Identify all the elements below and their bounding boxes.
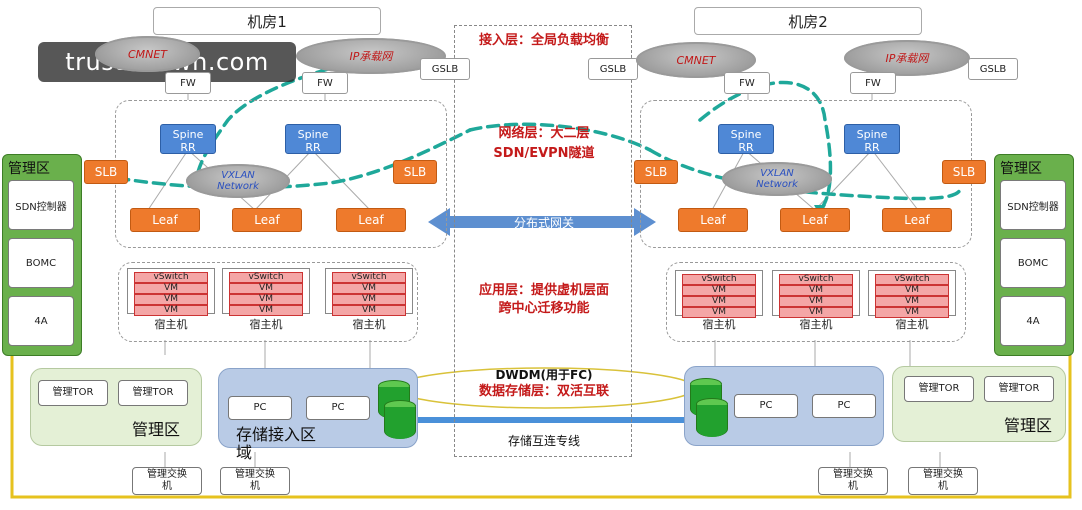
slb-left-2: SLB [393, 160, 437, 184]
slb-left-1: SLB [84, 160, 128, 184]
host-right-3: vSwitch VM VM VM [868, 270, 956, 318]
4a-left: 4A [8, 296, 74, 346]
host-label-left-3: 宿主机 [352, 318, 386, 331]
bomc-right: BOMC [1000, 238, 1066, 288]
mgmt-switch-left-2: 管理交换机 [220, 467, 290, 495]
leaf-right-3: Leaf [882, 208, 952, 232]
mgmt-tor-right-2: 管理TOR [984, 376, 1054, 402]
pc-left-2: PC [306, 396, 370, 420]
storage-area-left-label: 存储接入区域 [236, 425, 317, 462]
4a-right: 4A [1000, 296, 1066, 346]
mgmt-panel-left-title: 管理区 [8, 161, 50, 177]
dwdm-label: DWDM(用于FC) [495, 368, 593, 382]
leaf-left-3: Leaf [336, 208, 406, 232]
leaf-left-2: Leaf [232, 208, 302, 232]
mgmt-tor-left-2: 管理TOR [118, 380, 188, 406]
storage-layer-label: 数据存储层：双活互联 [478, 384, 609, 399]
leaf-right-1: Leaf [678, 208, 748, 232]
fw-box-right-1: FW [724, 72, 770, 94]
storage-drum-left-2 [384, 400, 416, 439]
bomc-left: BOMC [8, 238, 74, 288]
gateway-label: 分布式网关 [513, 216, 574, 230]
mgmt-switch-left-1: 管理交换机 [132, 467, 202, 495]
mgmt-area-right-label: 管理区 [1004, 416, 1053, 435]
ip-network-cloud-right: IP承载网 [844, 40, 970, 76]
host-label-right-3: 宿主机 [895, 318, 929, 331]
host-left-1: vSwitch VM VM VM [127, 268, 215, 316]
storage-drum-right-2 [696, 398, 728, 437]
pc-right-1: PC [734, 394, 798, 418]
host-area-left [118, 262, 418, 342]
host-right-2: vSwitch VM VM VM [772, 270, 860, 318]
host-right-1: vSwitch VM VM VM [675, 270, 763, 318]
sdn-controller-right: SDN控制器 [1000, 180, 1066, 230]
host-left-2: vSwitch VM VM VM [222, 268, 310, 316]
host-label-right-2: 宿主机 [799, 318, 833, 331]
center-column [454, 25, 632, 457]
mgmt-switch-right-1: 管理交换机 [818, 467, 888, 495]
network-layer-label-1: 网络层：大二层 [498, 126, 590, 141]
mgmt-tor-left-1: 管理TOR [38, 380, 108, 406]
fw-box-left-1: FW [165, 72, 211, 94]
fw-box-left-2: FW [302, 72, 348, 94]
host-label-right-1: 宿主机 [702, 318, 736, 331]
network-layer-label-2: SDN/EVPN隧道 [493, 146, 595, 161]
pc-left-1: PC [228, 396, 292, 420]
storage-link-label: 存储互连专线 [507, 434, 580, 448]
gslb-box-right-2: GSLB [968, 58, 1018, 80]
room-1-title: 机房1 [153, 7, 381, 35]
host-label-left-2: 宿主机 [249, 318, 283, 331]
host-label-left-1: 宿主机 [154, 318, 188, 331]
sdn-controller-left: SDN控制器 [8, 180, 74, 230]
pc-right-2: PC [812, 394, 876, 418]
leaf-left-1: Leaf [130, 208, 200, 232]
slb-right-2: SLB [942, 160, 986, 184]
leaf-right-2: Leaf [780, 208, 850, 232]
app-layer-label-2: 跨中心迁移功能 [498, 301, 590, 316]
slb-right-1: SLB [634, 160, 678, 184]
host-left-3: vSwitch VM VM VM [325, 268, 413, 316]
mgmt-panel-right-title: 管理区 [1000, 161, 1042, 177]
mgmt-tor-right-1: 管理TOR [904, 376, 974, 402]
mgmt-switch-right-2: 管理交换机 [908, 467, 978, 495]
room-2-title: 机房2 [694, 7, 922, 35]
app-layer-label-1: 应用层：提供虚机层面 [478, 283, 609, 298]
host-area-right [666, 262, 966, 342]
cmnet-cloud-left: CMNET [95, 36, 200, 72]
mgmt-area-left-label: 管理区 [132, 420, 181, 439]
gslb-box-left: GSLB [420, 58, 470, 80]
access-layer-label: 接入层：全局负载均衡 [478, 33, 609, 48]
gslb-box-right-1: GSLB [588, 58, 638, 80]
fw-box-right-2: FW [850, 72, 896, 94]
